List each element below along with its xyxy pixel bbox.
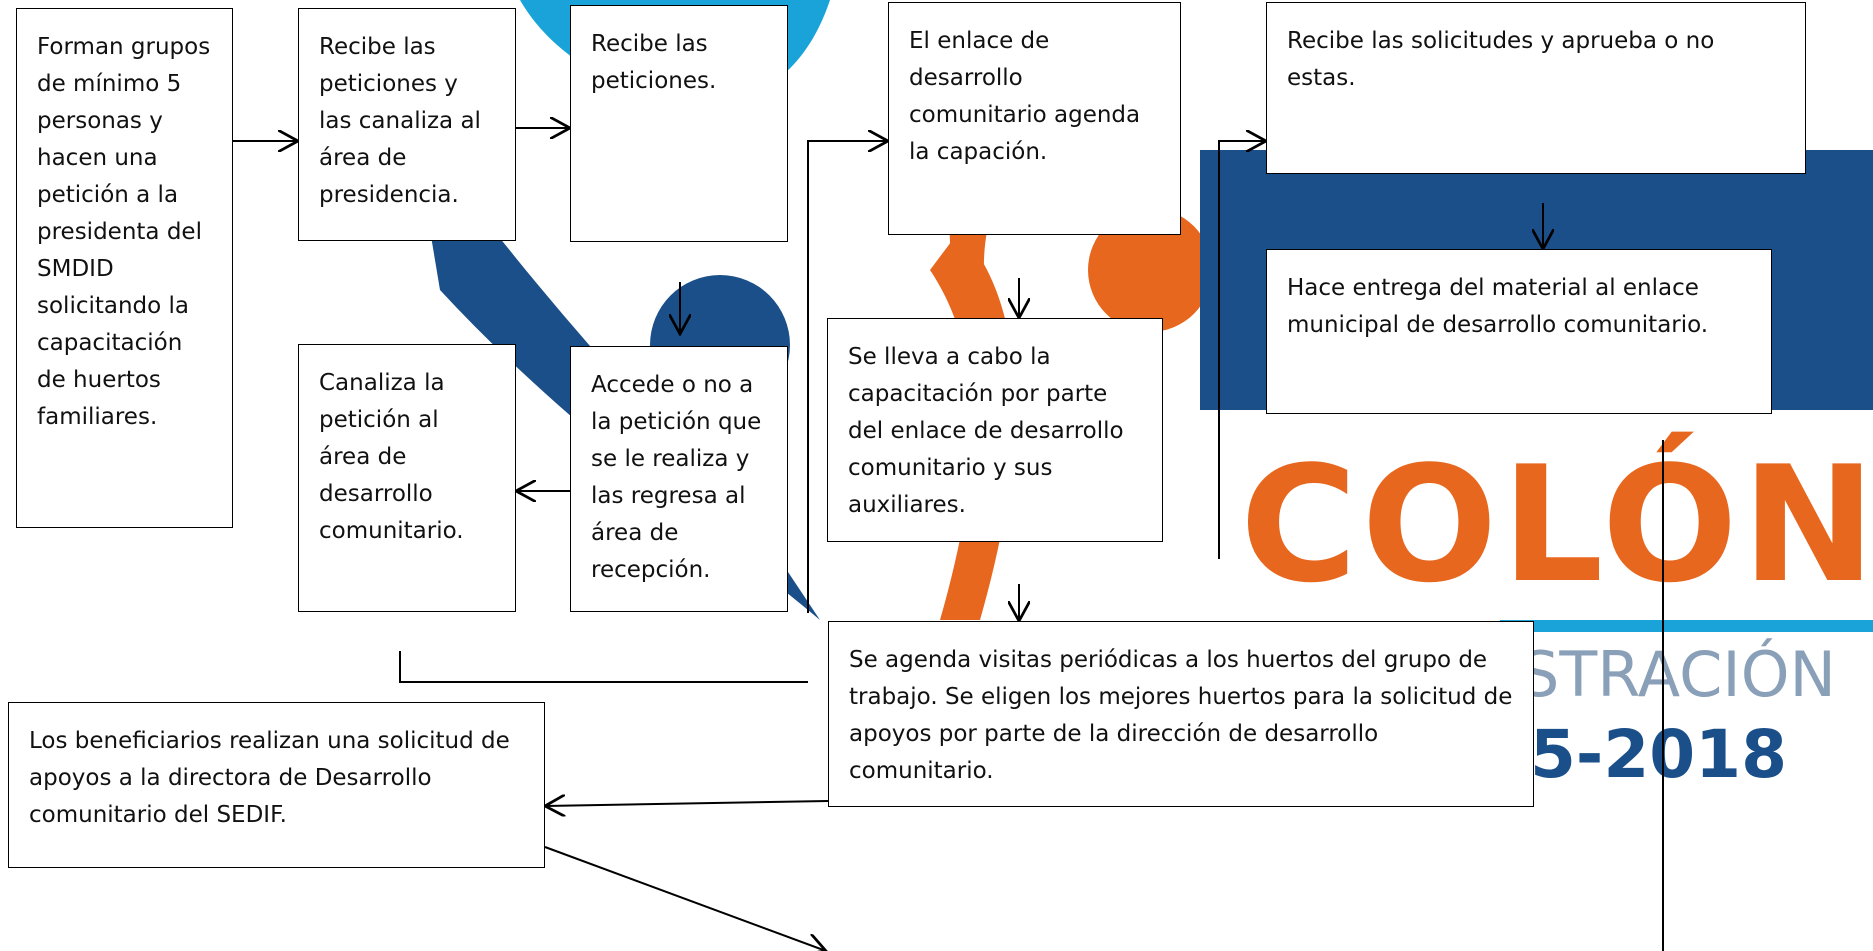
step-approve-requests: Recibe las solicitudes y aprueba o no es…: [1266, 2, 1806, 174]
arrow-to-s5: [1218, 141, 1266, 559]
step-receive-channel: Recibe las peticiones y las canaliza al …: [298, 8, 516, 241]
arrow-s10-s4: [807, 141, 888, 613]
step-receive-requests: Recibe las peticiones.: [570, 5, 788, 242]
logo-word: COLÓN: [1240, 431, 1873, 618]
logo-admin-fragment: STRACIÓN: [1520, 638, 1836, 711]
step-beneficiaries-request: Los beneficiarios realizan una solicitud…: [8, 702, 545, 868]
logo-light-blue-band: [1500, 620, 1873, 632]
arrow-s11-out: [544, 846, 826, 951]
step-schedule-training: El enlace de desarrollo comunitario agen…: [888, 2, 1181, 235]
step-conduct-training: Se lleva a cabo la capacitación por part…: [827, 318, 1163, 542]
logo-years-fragment: 5-2018: [1530, 716, 1788, 793]
line-s8-s10: [399, 651, 808, 683]
step-grant-request: Accede o no a la petición que se le real…: [570, 346, 788, 612]
arrow-s10-s11: [545, 801, 829, 806]
logo-head-orange: [1088, 208, 1212, 332]
step-channel-to-dc: Canaliza la petición al área de desarrol…: [298, 344, 516, 612]
step-schedule-visits: Se agenda visitas periódicas a los huert…: [828, 621, 1534, 807]
step-deliver-material: Hace entrega del material al enlace muni…: [1266, 249, 1772, 414]
step-form-groups: Forman grupos de mínimo 5 personas y hac…: [16, 8, 233, 528]
